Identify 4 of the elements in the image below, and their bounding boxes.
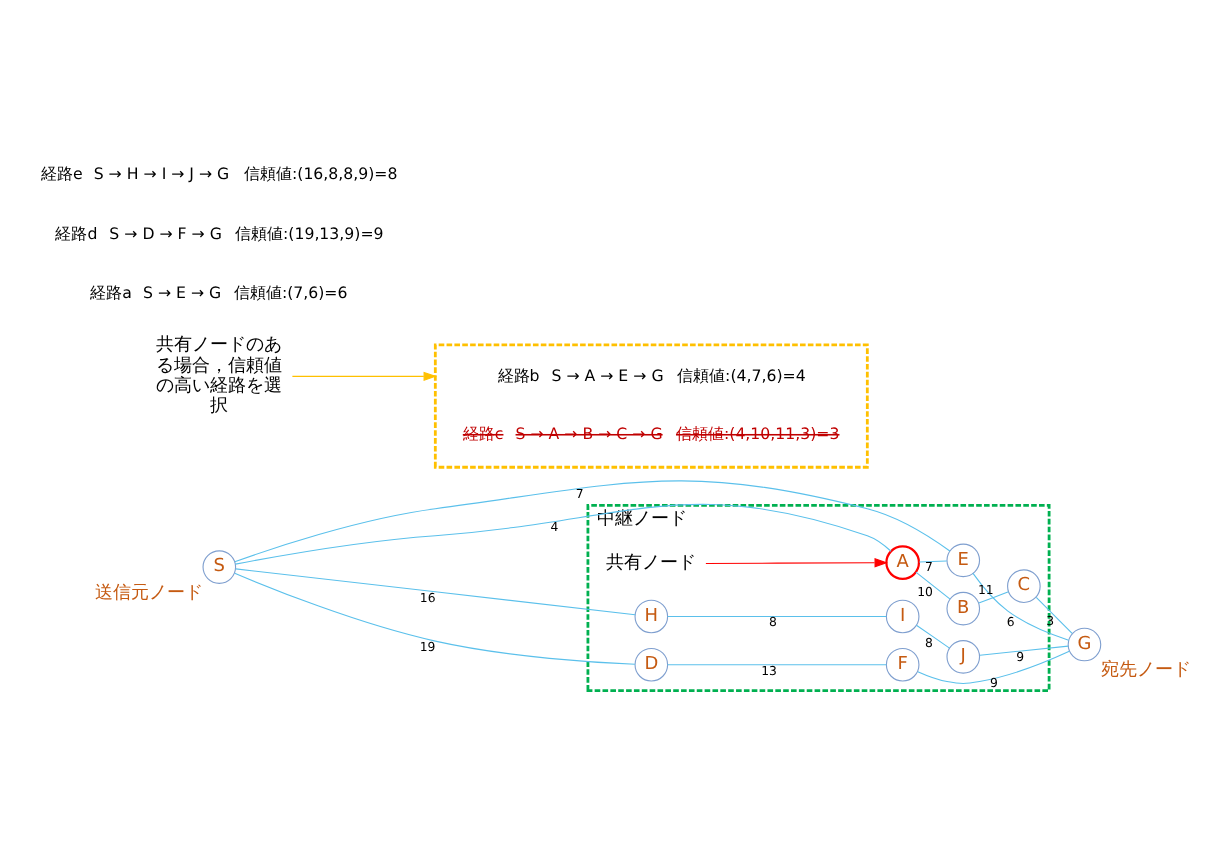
node-label: 宛先ノード <box>1101 661 1192 682</box>
node-text: 共有ノード <box>606 554 697 574</box>
node-label: 送信元ノード <box>94 583 203 604</box>
node-text: 共有ノードのある場合，信頼値の高い経路を選択 <box>156 336 283 417</box>
